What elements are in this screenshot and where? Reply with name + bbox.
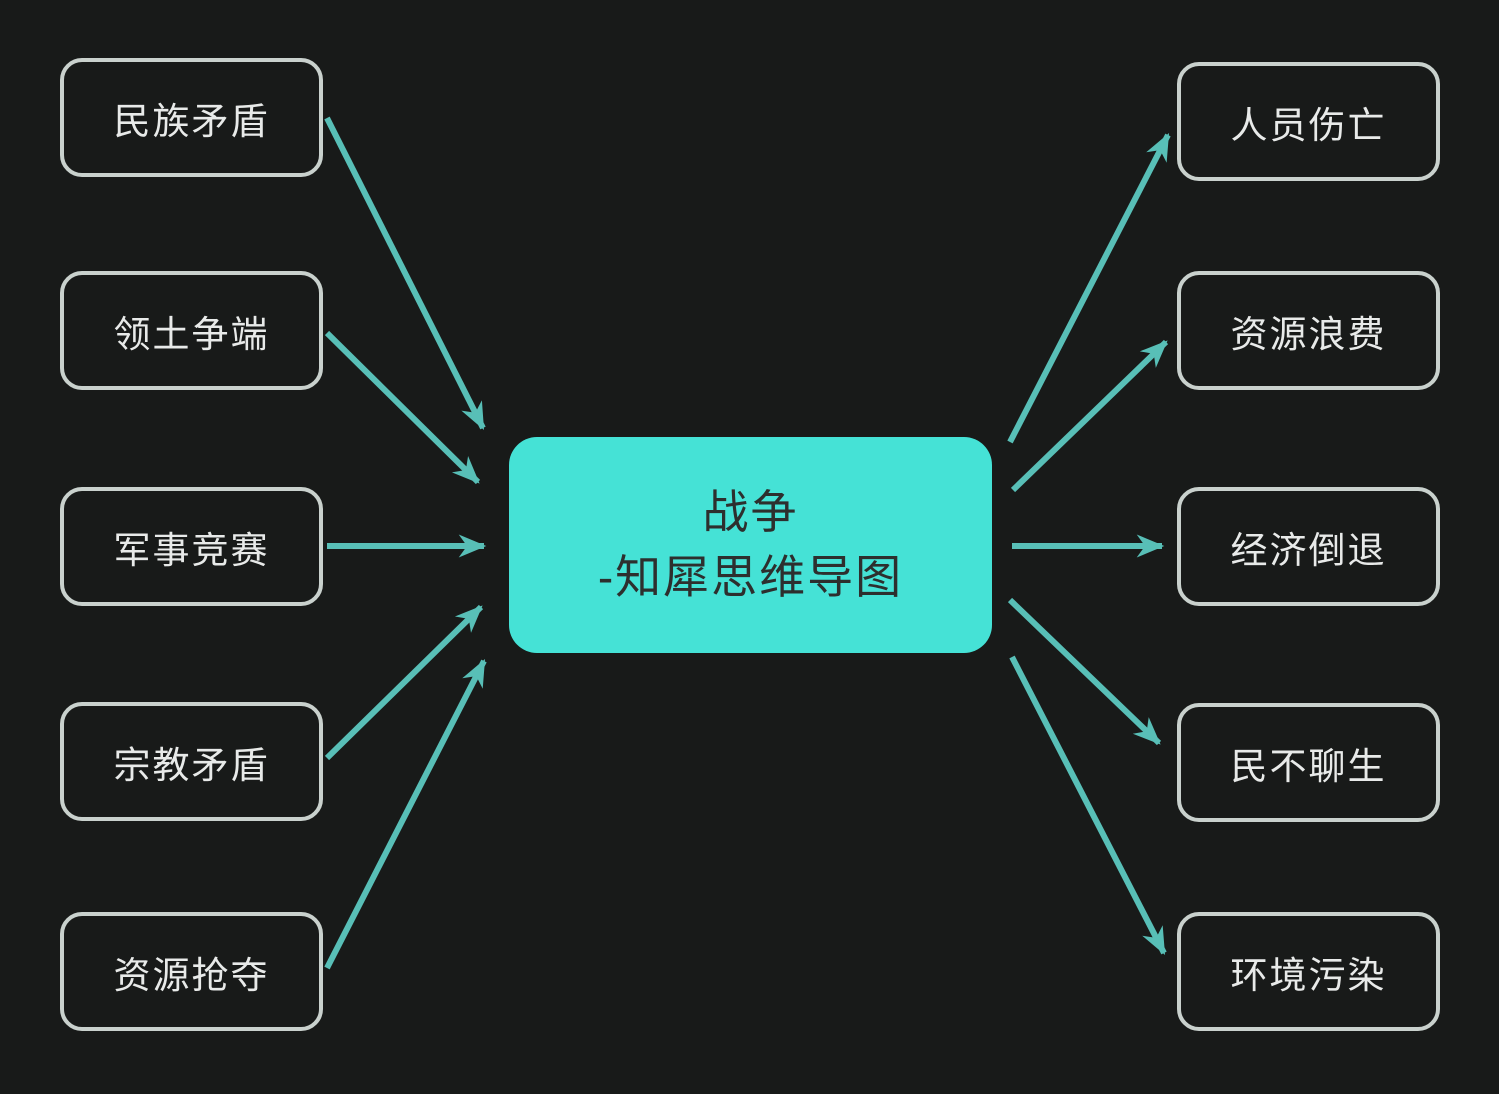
node-cause-1-label: 民族矛盾	[113, 100, 270, 142]
node-root[interactable]: 战争 -知犀思维导图	[509, 437, 992, 653]
node-effect-1[interactable]: 人员伤亡	[1177, 62, 1440, 181]
node-cause-5[interactable]: 资源抢夺	[60, 912, 323, 1031]
root-title: 战争	[702, 485, 799, 538]
edge-cause-1	[324, 116, 486, 431]
node-effect-4-label: 民不聊生	[1230, 745, 1387, 787]
root-subtitle: -知犀思维导图	[597, 551, 904, 603]
node-effect-1-label: 人员伤亡	[1230, 104, 1387, 146]
node-cause-2[interactable]: 领土争端	[60, 271, 323, 390]
node-cause-4[interactable]: 宗教矛盾	[60, 702, 323, 821]
node-effect-5-label: 环境污染	[1230, 954, 1387, 996]
node-effect-5[interactable]: 环境污染	[1177, 912, 1440, 1031]
node-cause-3-label: 军事竞赛	[113, 529, 270, 571]
node-effect-4[interactable]: 民不聊生	[1177, 703, 1440, 822]
node-effect-3[interactable]: 经济倒退	[1177, 487, 1440, 606]
node-cause-2-label: 领土争端	[113, 313, 270, 355]
node-effect-2-label: 资源浪费	[1230, 313, 1387, 355]
edge-cause-2	[324, 330, 481, 485]
node-cause-4-label: 宗教矛盾	[113, 744, 270, 786]
node-effect-3-label: 经济倒退	[1230, 529, 1387, 571]
edge-cause-5	[324, 658, 487, 970]
node-effect-2[interactable]: 资源浪费	[1177, 271, 1440, 390]
edge-cause-4	[324, 604, 484, 761]
node-cause-5-label: 资源抢夺	[113, 954, 270, 996]
node-cause-3[interactable]: 军事竞赛	[60, 487, 323, 606]
edge-effect-2	[1010, 339, 1169, 493]
edge-effect-4	[1007, 597, 1162, 746]
edge-effect-1	[1007, 132, 1171, 444]
edge-effect-5	[1009, 655, 1167, 956]
node-cause-1[interactable]: 民族矛盾	[60, 58, 323, 177]
